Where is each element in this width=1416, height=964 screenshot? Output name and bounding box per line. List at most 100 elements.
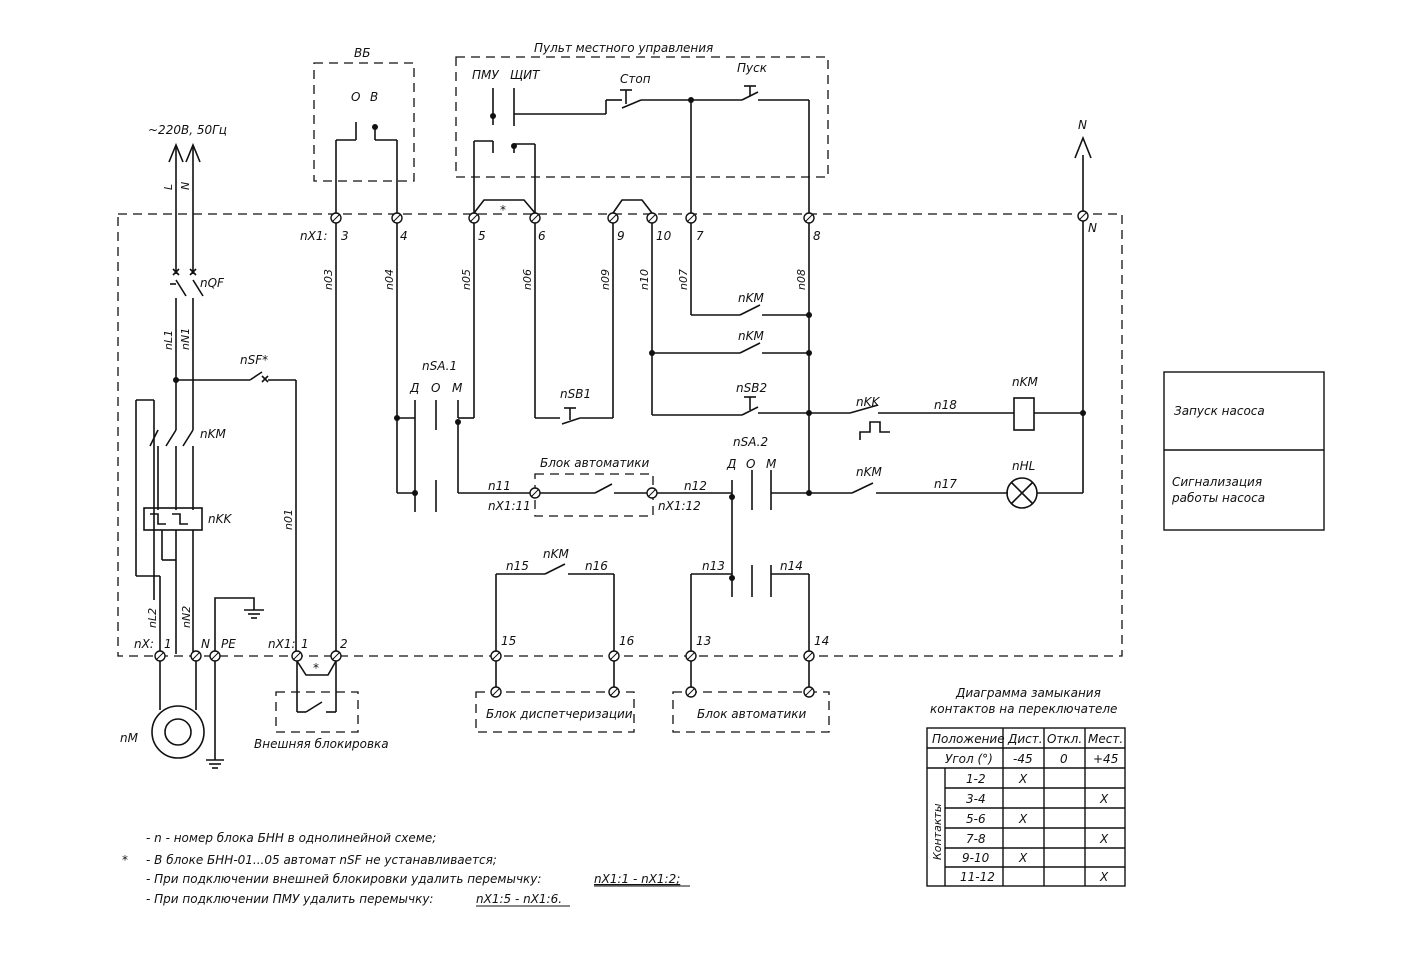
nkm1-label: nKM	[738, 291, 764, 305]
jumper-star-top: *	[500, 203, 506, 217]
table-row-dist: X	[1018, 851, 1028, 865]
external-lock-label: Внешняя блокировка	[254, 737, 389, 751]
term-15: 15	[501, 634, 516, 648]
bottom-nkm-label: nKM	[543, 547, 569, 561]
nkk-power-label: nKK	[208, 512, 232, 526]
panel-start: Пуск	[737, 61, 768, 75]
table-row-contacts: 7-8	[966, 832, 986, 846]
note-4b: nX1:5 - nX1:6.	[476, 892, 562, 906]
nqf-breaker-symbol	[170, 268, 204, 430]
nsb1-label: nSB1	[560, 387, 591, 401]
legend-box	[1163, 371, 1325, 531]
automation-top-box	[534, 473, 654, 517]
table-header-dist: Дист.	[1007, 732, 1043, 746]
table-title-1: Диаграмма замыкания	[955, 686, 1101, 700]
note-1: - n - номер блока БНН в однолинейной схе…	[146, 831, 436, 845]
note-2-star: *	[122, 853, 128, 867]
table-row-contacts: 5-6	[966, 812, 986, 826]
legend-row2b: работы насоса	[1171, 491, 1265, 505]
automation-bottom-box	[672, 691, 830, 733]
automation-bottom-label: Блок автоматики	[697, 707, 807, 721]
table-row-contacts: 9-10	[962, 851, 990, 865]
table-header-off: Откл.	[1047, 732, 1082, 746]
term-top-8: 8	[813, 229, 821, 243]
note-3b: nX1:1 - nX1:2;	[594, 872, 680, 886]
table-angle-dist: -45	[1013, 752, 1033, 766]
wire-n03: n03	[322, 269, 335, 290]
note-4a: - При подключении ПМУ удалить перемычку:	[146, 892, 433, 906]
automation-term-left: nX1:11	[488, 499, 531, 513]
wire-n10: n10	[638, 269, 651, 290]
main-enclosure	[117, 213, 1123, 657]
note-2: - В блоке БНН-01...05 автомат nSF не уст…	[146, 853, 497, 867]
nsa1-label: nSA.1	[422, 359, 457, 373]
nsf-label: nSF*	[240, 353, 268, 367]
wire-nL1: nL1	[162, 330, 175, 350]
supply-arrows	[168, 142, 201, 274]
dispatch-box	[475, 691, 635, 733]
wire-n01: n01	[282, 509, 295, 530]
motor-label: nM	[120, 731, 139, 745]
table-angle-label: Угол (°)	[945, 752, 993, 766]
wire-n12: n12	[684, 479, 707, 493]
wire-nL2: nL2	[146, 608, 159, 628]
term-14: 14	[814, 634, 829, 648]
term-top-10: 10	[656, 229, 672, 243]
table-header-position: Положение	[932, 732, 1005, 746]
wire-n11: n11	[488, 479, 511, 493]
dispatch-label: Блок диспетчеризации	[486, 707, 633, 721]
neutral-N-term: N	[1088, 221, 1097, 235]
table-row-loc: X	[1099, 832, 1109, 846]
wire-n16: n16	[585, 559, 608, 573]
table-row-dist: X	[1018, 812, 1028, 826]
jumper-9-10	[612, 199, 653, 214]
supply-N: N	[179, 182, 192, 190]
external-lock-wiring	[291, 650, 342, 713]
term-top-prefix: nX1:	[300, 229, 328, 243]
term-nX-1: 1	[164, 637, 172, 651]
term-nX1-1: 1	[301, 637, 309, 651]
panel-title: Пульт местного управления	[534, 41, 713, 55]
table-angle-off: 0	[1060, 752, 1068, 766]
panel-wiring	[473, 85, 810, 213]
wire-n05: n05	[460, 269, 473, 290]
term-top-3: 3	[341, 229, 349, 243]
wire-nN1: nN1	[179, 328, 192, 350]
term-top-5: 5	[478, 229, 486, 243]
table-row-loc: X	[1099, 870, 1109, 884]
nkm2-label: nKM	[738, 329, 764, 343]
nsb2-label: nSB2	[736, 381, 767, 395]
panel-box	[455, 56, 829, 178]
control-circuit	[394, 135, 1092, 597]
bottom-blocks-wiring	[490, 563, 815, 698]
wire-n07: n07	[677, 269, 690, 290]
nsa2-D: Д	[726, 457, 736, 471]
wire-n14: n14	[780, 559, 803, 573]
term-top-9: 9	[617, 229, 625, 243]
nkk-coil-label: nKK	[856, 395, 880, 409]
automation-top-terminals	[529, 487, 658, 499]
wire-n15: n15	[506, 559, 529, 573]
table-row-loc: X	[1099, 792, 1109, 806]
supply-L: L	[162, 184, 175, 190]
term-top-6: 6	[538, 229, 546, 243]
table-angle-loc: +45	[1093, 752, 1118, 766]
legend-row1: Запуск насоса	[1174, 404, 1265, 418]
panel-stop: Стоп	[620, 72, 651, 86]
panel-shchit: ЩИТ	[510, 68, 541, 82]
wire-n08: n08	[795, 269, 808, 290]
motor-icon	[151, 654, 224, 769]
term-13: 13	[696, 634, 711, 648]
wire-n18: n18	[934, 398, 957, 412]
note-3a: - При подключении внешней блокировки уда…	[146, 872, 541, 886]
table-row-contacts: 11-12	[960, 870, 995, 884]
automation-term-right: nX1:12	[658, 499, 701, 513]
legend-row2a: Сигнализация	[1172, 475, 1262, 489]
nsa2-label: nSA.2	[733, 435, 768, 449]
wire-n13: n13	[702, 559, 725, 573]
external-lock-box	[275, 691, 359, 733]
nkm-power-label: nKM	[200, 427, 226, 441]
nkm3-label: nKM	[856, 465, 882, 479]
wire-n06: n06	[521, 269, 534, 290]
